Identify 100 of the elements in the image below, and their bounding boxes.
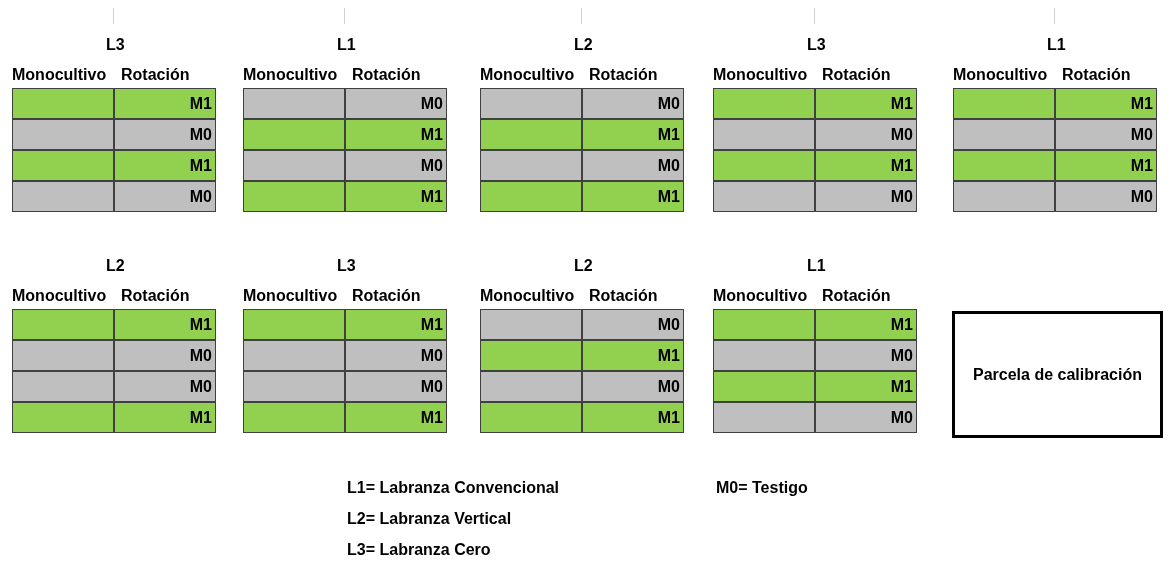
plot-cell (12, 119, 114, 150)
plot-cell (12, 150, 114, 181)
plot-cell: M1 (114, 88, 216, 119)
legend-text: L3= Labranza Cero (347, 541, 491, 559)
plot-cell (480, 181, 582, 212)
plot-cell: M0 (345, 371, 447, 402)
plot-heading: L2 (574, 36, 593, 54)
column-heading: Monocultivo (713, 66, 808, 84)
plot-cell: M1 (345, 181, 447, 212)
plot-cell (243, 309, 345, 340)
plot-cell: M1 (582, 340, 684, 371)
legend-text: L1= Labranza Convencional (347, 479, 560, 497)
column-heading: Monocultivo (243, 287, 338, 305)
legend-text: M0= Testigo (716, 479, 808, 497)
column-heading: Rotación (589, 287, 658, 305)
calibration-plot: Parcela de calibración (952, 311, 1163, 438)
plot-cell (953, 150, 1055, 181)
plot-cell: M1 (345, 119, 447, 150)
plot-cell: M1 (345, 309, 447, 340)
plot-cell (480, 88, 582, 119)
plot-cell (713, 340, 815, 371)
plot-cell: M0 (345, 150, 447, 181)
plot-cell: M0 (1055, 181, 1157, 212)
plot-cell (713, 371, 815, 402)
plot-cell: M1 (114, 402, 216, 433)
plot-heading: L1 (807, 257, 826, 275)
column-heading: Rotación (1062, 66, 1131, 84)
plot-cell (480, 309, 582, 340)
plot-cell (713, 119, 815, 150)
plot-cell: M1 (582, 181, 684, 212)
column-heading: Rotación (121, 66, 190, 84)
plot-cell: M1 (345, 402, 447, 433)
plot-cell: M1 (582, 119, 684, 150)
plot-cell: M0 (582, 88, 684, 119)
column-heading: Monocultivo (12, 66, 107, 84)
plot-heading: L1 (337, 36, 356, 54)
plot-heading: L2 (106, 257, 125, 275)
column-heading: Monocultivo (480, 66, 575, 84)
plot-cell: M1 (815, 371, 917, 402)
plot-cell: M0 (815, 181, 917, 212)
plot-cell: M0 (1055, 119, 1157, 150)
plot-cell: M0 (582, 309, 684, 340)
plot-heading: L2 (574, 257, 593, 275)
plot-cell (243, 119, 345, 150)
plot-cell: M0 (114, 119, 216, 150)
plot-cell (243, 150, 345, 181)
column-heading: Monocultivo (480, 287, 575, 305)
column-heading: Monocultivo (953, 66, 1048, 84)
plot-cell (953, 88, 1055, 119)
plot-cell: M0 (815, 119, 917, 150)
plot-cell (713, 88, 815, 119)
plot-cell (713, 402, 815, 433)
plot-heading: L3 (807, 36, 826, 54)
plot-cell (713, 309, 815, 340)
column-heading: Monocultivo (12, 287, 107, 305)
plot-cell: M0 (114, 340, 216, 371)
plot-cell: M1 (1055, 150, 1157, 181)
column-heading: Rotación (589, 66, 658, 84)
plot-heading: L1 (1047, 36, 1066, 54)
plot-cell (243, 88, 345, 119)
plot-cell: M1 (815, 150, 917, 181)
legend-text: L2= Labranza Vertical (347, 510, 512, 528)
plot-cell (243, 371, 345, 402)
plot-cell: M1 (114, 309, 216, 340)
plot-cell: M0 (345, 88, 447, 119)
plot-cell (12, 340, 114, 371)
plot-cell: M1 (582, 402, 684, 433)
plot-cell: M0 (815, 402, 917, 433)
plot-cell (12, 402, 114, 433)
plot-cell (480, 150, 582, 181)
plot-cell (243, 181, 345, 212)
plot-cell (12, 371, 114, 402)
plot-cell: M1 (114, 150, 216, 181)
column-heading: Rotación (352, 66, 421, 84)
plot-cell: M1 (1055, 88, 1157, 119)
plot-cell: M0 (114, 181, 216, 212)
column-heading: Rotación (822, 66, 891, 84)
column-heading: Rotación (121, 287, 190, 305)
column-heading: Rotación (352, 287, 421, 305)
plot-cell (953, 119, 1055, 150)
plot-heading: L3 (337, 257, 356, 275)
plot-cell (243, 340, 345, 371)
plot-cell (243, 402, 345, 433)
plot-cell (713, 150, 815, 181)
column-heading: Rotación (822, 287, 891, 305)
plot-cell: M1 (815, 88, 917, 119)
plot-cell: M0 (345, 340, 447, 371)
plot-cell (12, 88, 114, 119)
plot-cell: M0 (582, 150, 684, 181)
plot-cell (12, 309, 114, 340)
plot-cell (480, 371, 582, 402)
plot-cell (12, 181, 114, 212)
plot-cell (953, 181, 1055, 212)
plot-cell: M0 (114, 371, 216, 402)
plot-cell (713, 181, 815, 212)
plot-heading: L3 (106, 36, 125, 54)
plot-cell: M1 (815, 309, 917, 340)
column-heading: Monocultivo (243, 66, 338, 84)
plot-cell (480, 119, 582, 150)
plot-cell: M0 (582, 371, 684, 402)
